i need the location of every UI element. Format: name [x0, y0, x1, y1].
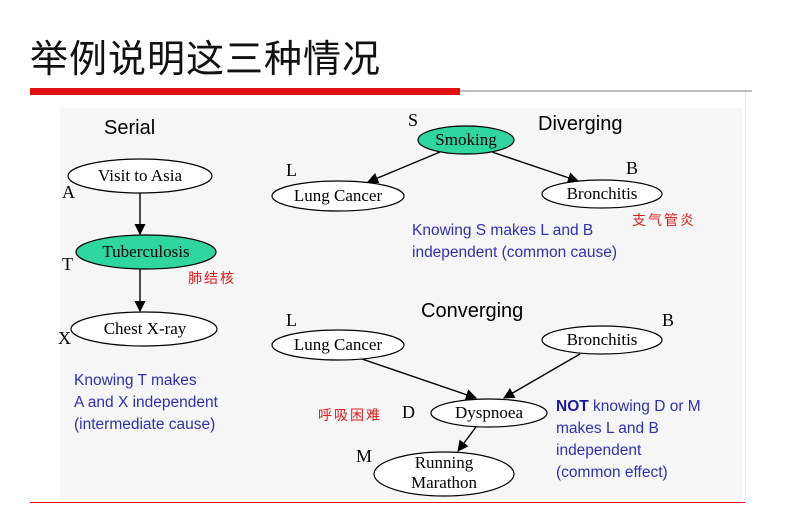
diverging-note-line-2: independent (common cause): [412, 244, 618, 261]
letter-l-bottom: L: [286, 310, 297, 330]
title-underline-red: [30, 88, 460, 95]
letter-t: T: [62, 254, 73, 274]
letter-l-top: L: [286, 160, 297, 180]
node-bronchitis-bottom: [541, 325, 663, 355]
letter-b-bottom: B: [662, 310, 675, 330]
bronchitis-chinese-label: 支气管炎: [632, 213, 696, 229]
serial-note-line-2: A and X independent: [74, 394, 218, 411]
bottom-divider: [30, 502, 745, 503]
visit-to-asia-label: Visit to Asia: [98, 166, 182, 185]
smoking-label: Smoking: [435, 130, 497, 149]
dyspnoea-chinese-label: 呼吸困难: [318, 408, 382, 424]
converging-note-line-2: makes L and B: [556, 420, 659, 437]
diverging-heading: Diverging: [538, 113, 623, 135]
edge-bronchitis-to-dyspnoea: [503, 353, 581, 399]
running-marathon-label: Running Marathon: [374, 453, 514, 493]
converging-heading: Converging: [421, 300, 524, 322]
serial-note-line-1: Knowing T makes: [74, 372, 197, 389]
lung-cancer-top-label: Lung Cancer: [293, 186, 383, 205]
node-dyspnoea: [430, 398, 548, 428]
edge-dyspnoea-to-marathon: [457, 426, 477, 452]
title-underline-grey: [460, 90, 752, 92]
letter-b-top: B: [626, 158, 639, 178]
tuberculosis-label: Tuberculosis: [102, 242, 190, 261]
right-divider: [745, 92, 746, 502]
not-emphasis: NOT: [556, 398, 589, 415]
diverging-note-line-1: Knowing S makes L and B: [412, 222, 594, 239]
converging-note-line-4: (common effect): [556, 464, 668, 481]
bronchitis-bottom-label: Bronchitis: [566, 330, 638, 349]
chest-xray-label: Chest X-ray: [103, 319, 187, 338]
serial-heading: Serial: [104, 117, 156, 139]
page-title: 举例说明这三种情况: [30, 37, 382, 81]
node-tuberculosis: [75, 234, 217, 270]
node-lung-cancer-bottom: [271, 329, 405, 361]
serial-note: Knowing T makes A and X independent (int…: [74, 370, 218, 436]
running-label-line: Running: [414, 453, 474, 472]
dyspnoea-label: Dyspnoea: [455, 403, 523, 422]
node-bronchitis-top: [541, 179, 663, 209]
lung-cancer-bottom-label: Lung Cancer: [293, 335, 383, 354]
tuberculosis-chinese-label: 肺结核: [188, 271, 236, 287]
letter-d: D: [402, 402, 415, 422]
node-running-marathon: [373, 451, 515, 497]
bronchitis-top-label: Bronchitis: [566, 184, 638, 203]
edge-lung-cancer-to-dyspnoea: [361, 358, 478, 401]
serial-note-line-3: (intermediate cause): [74, 416, 216, 433]
converging-note-rest: knowing D or M: [588, 398, 701, 415]
marathon-label-line: Marathon: [410, 473, 478, 492]
letter-x: X: [58, 328, 71, 348]
letter-m: M: [356, 446, 373, 466]
node-lung-cancer-top: [271, 180, 405, 212]
converging-note-line-1: NOT knowing D or M: [556, 396, 701, 418]
converging-note: NOT knowing D or M makes L and B indepen…: [556, 396, 701, 484]
node-smoking: [417, 125, 515, 155]
edge-smoking-to-lung-cancer: [366, 151, 441, 184]
converging-note-line-3: independent: [556, 442, 642, 459]
letter-a: A: [62, 182, 75, 202]
letter-s: S: [408, 110, 419, 130]
diverging-note: Knowing S makes L and B independent (com…: [412, 220, 617, 264]
edge-smoking-to-bronchitis: [491, 151, 580, 184]
